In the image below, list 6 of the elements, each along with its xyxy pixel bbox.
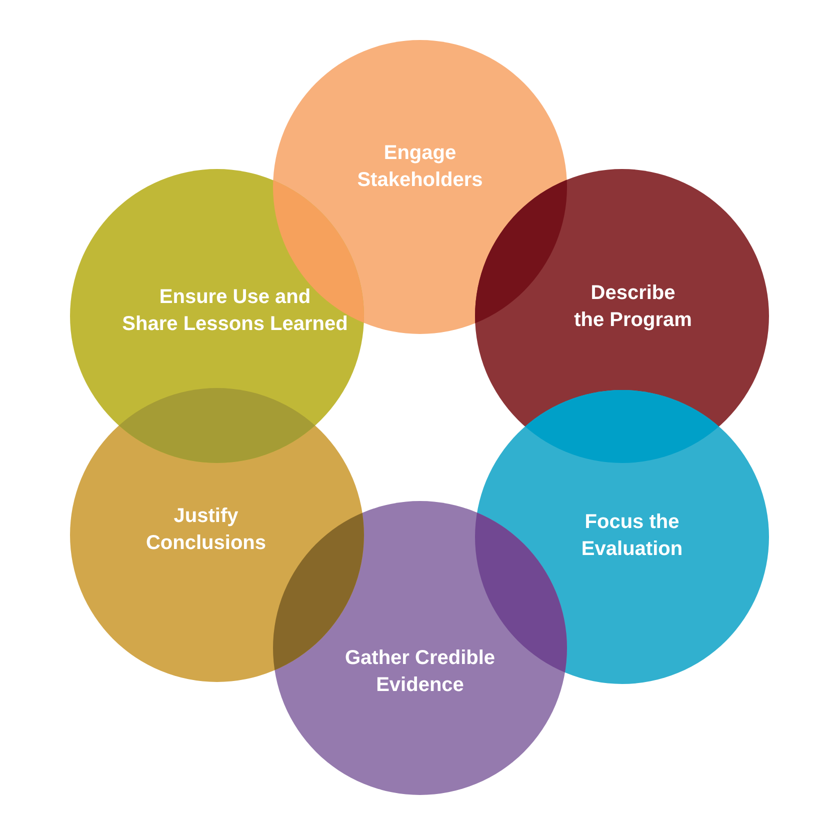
step-label: Describe the Program bbox=[574, 281, 692, 333]
step-label: Justify Conclusions bbox=[146, 504, 266, 556]
step-label: Engage Stakeholders bbox=[357, 141, 483, 193]
step-label: Focus the Evaluation bbox=[581, 510, 683, 562]
step-label: Gather Credible Evidence bbox=[344, 646, 496, 698]
step-label: Ensure Use and Share Lessons Learned bbox=[122, 285, 348, 337]
